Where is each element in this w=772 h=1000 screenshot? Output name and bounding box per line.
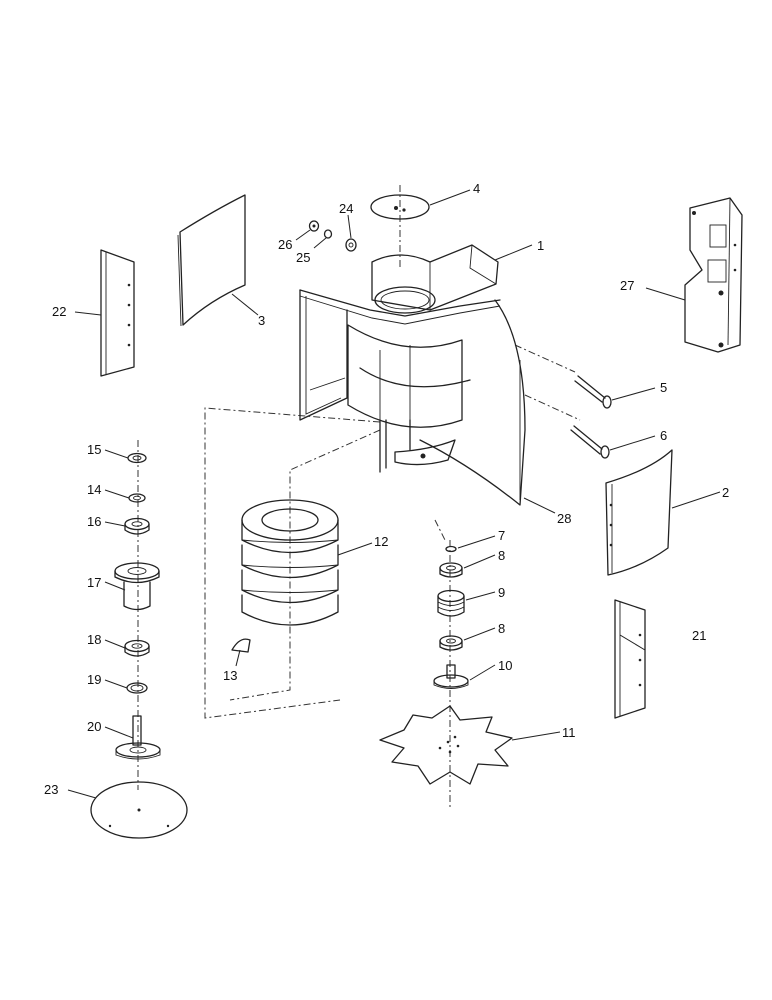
callout-18: 18 [87,632,101,647]
part-side-plate-21 [614,599,646,719]
leader-lines [67,189,721,799]
callout-21: 21 [692,628,706,643]
callout-22: 22 [52,304,66,319]
callout-13: 13 [223,668,237,683]
part-main-housing-1 [299,244,526,506]
assembly-centerlines [137,185,581,810]
callout-26: 26 [278,237,292,252]
part-bearing-16 [124,517,150,535]
part-curved-shield-3 [177,194,246,327]
part-mounting-bracket-27 [684,197,743,353]
callout-labels: 1 2 3 4 5 6 7 8 9 8 10 11 12 13 14 15 16… [44,181,729,797]
part-spacer-9 [437,589,465,617]
part-nut-26 [308,220,320,232]
part-bearing-housing-17 [114,562,160,611]
part-bearing-18 [124,639,150,657]
part-seal-15 [127,452,147,464]
part-bolt-5 [574,375,612,409]
callout-5: 5 [660,380,667,395]
part-bearing-8-lower [439,635,463,651]
part-disc-stack-12 [241,499,339,626]
callout-24: 24 [339,201,353,216]
part-spindle-20 [115,715,161,760]
part-hub-10 [433,664,469,689]
callout-11: 11 [562,725,576,740]
callout-16: 16 [87,514,101,529]
part-seal-19 [126,682,148,694]
callout-28: 28 [557,511,571,526]
part-washer-14 [128,493,146,503]
callout-1: 1 [537,238,544,253]
callout-25: 25 [296,250,310,265]
callout-15: 15 [87,442,101,457]
part-top-cover-plate [370,194,430,220]
callout-9: 9 [498,585,505,600]
callout-10: 10 [498,658,512,673]
part-snap-ring-7 [445,545,457,553]
part-deflector-13 [231,638,251,653]
callout-17: 17 [87,575,101,590]
callout-3: 3 [258,313,265,328]
part-lock-washer-25 [323,229,333,239]
callout-14: 14 [87,482,101,497]
callout-19: 19 [87,672,101,687]
part-bearing-8-upper [439,562,463,578]
callout-2: 2 [722,485,729,500]
callout-6: 6 [660,428,667,443]
callout-27: 27 [620,278,634,293]
callout-12: 12 [374,534,388,549]
part-curved-shield-2 [605,449,673,576]
callout-4: 4 [473,181,480,196]
part-lower-disc-23 [90,781,188,839]
part-washer-24 [345,238,357,252]
part-bolt-6 [570,425,610,459]
part-spinner-disc-11 [379,705,513,785]
callout-20: 20 [87,719,101,734]
callout-8-lower: 8 [498,621,505,636]
callout-23: 23 [44,782,58,797]
callout-8-upper: 8 [498,548,505,563]
part-side-plate-22 [100,249,135,377]
callout-7: 7 [498,528,505,543]
